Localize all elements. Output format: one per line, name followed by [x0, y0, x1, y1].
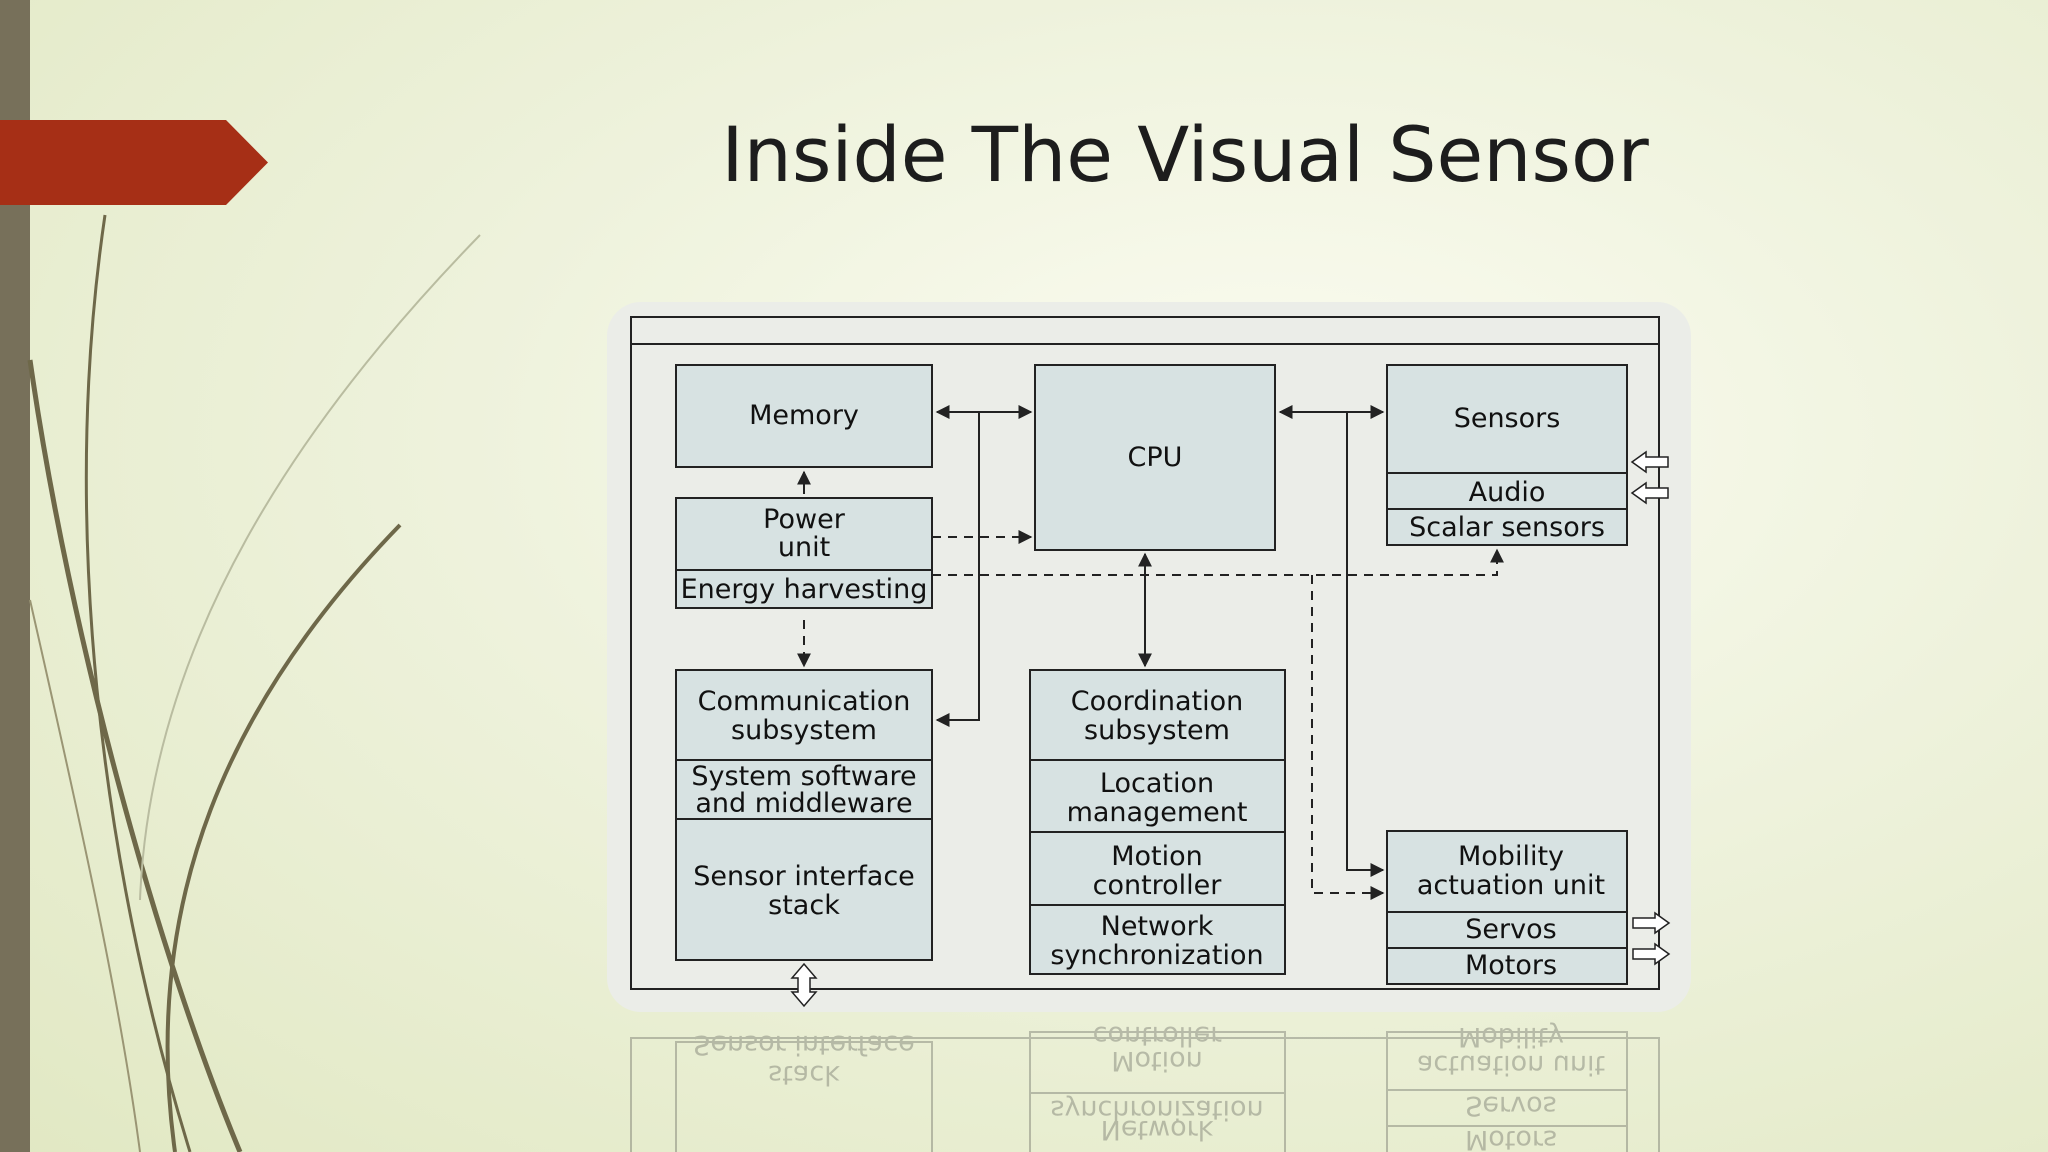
sensor-interface-label-2: stack — [768, 890, 840, 921]
energy-harvesting-label: Energy harvesting — [681, 574, 928, 605]
servos-label: Servos — [1465, 914, 1556, 945]
communication-box — [675, 669, 933, 961]
cpu-box — [1034, 364, 1276, 551]
power-unit-label-1: Power — [763, 504, 846, 535]
mobility-label-1: Mobility — [1458, 841, 1564, 872]
motion-label-2: controller — [1093, 870, 1223, 901]
mobility-box — [1386, 830, 1628, 985]
diagram-panel: Memory Power unit Energy harvesting CPU … — [607, 302, 1691, 1012]
scalar-sensors-label: Scalar sensors — [1409, 512, 1605, 543]
motors-label: Motors — [1465, 950, 1557, 981]
power-unit-box — [675, 497, 933, 609]
location-label-1: Location — [1100, 768, 1214, 799]
coordination-label-2: subsystem — [1084, 715, 1230, 746]
power-unit-label-2: unit — [778, 532, 830, 563]
mobility-label-2: actuation unit — [1417, 870, 1605, 901]
cpu-label: CPU — [1128, 442, 1183, 473]
sensors-label: Sensors — [1454, 403, 1561, 434]
communication-label-2: subsystem — [731, 715, 877, 746]
memory-label: Memory — [749, 400, 859, 431]
sensor-interface-label-1: Sensor interface — [693, 861, 915, 892]
memory-box — [675, 364, 933, 468]
sensor-architecture-diagram: Memory Power unit Energy harvesting CPU … — [630, 316, 1671, 1008]
location-label-2: management — [1067, 797, 1248, 828]
outer-frame — [630, 316, 1660, 990]
audio-label: Audio — [1469, 477, 1546, 508]
title-accent-arrow — [0, 120, 268, 205]
coordination-label-1: Coordination — [1071, 686, 1244, 717]
slide-title: Inside The Visual Sensor — [721, 110, 1649, 199]
coordination-box — [1029, 669, 1286, 975]
network-sync-label-1: Network — [1101, 911, 1214, 942]
communication-label-1: Communication — [698, 686, 911, 717]
network-sync-label-2: synchronization — [1050, 940, 1263, 971]
system-software-label-1: System software — [691, 761, 916, 792]
sensors-box — [1386, 364, 1628, 546]
motion-label-1: Motion — [1111, 841, 1203, 872]
system-software-label-2: and middleware — [695, 788, 912, 819]
external-io-arrows — [790, 450, 1671, 1008]
